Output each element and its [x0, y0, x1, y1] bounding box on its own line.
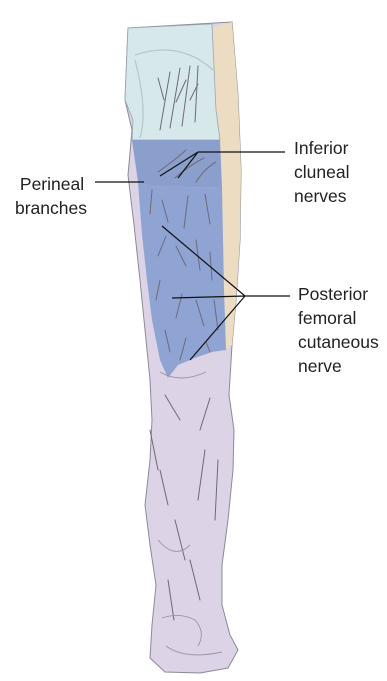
label-perineal-line1: Perineal: [20, 174, 84, 194]
label-posterior-femoral-line2: femoral: [298, 308, 356, 328]
label-posterior-femoral-line4: nerve: [298, 356, 342, 376]
label-posterior-femoral-line1: Posterior: [298, 284, 368, 304]
label-inferior-cluneal-line2: cluneal: [294, 162, 349, 182]
label-perineal-line2: branches: [15, 198, 87, 218]
inferior-cluneal-region: [132, 140, 222, 188]
gluteal-region: [125, 24, 220, 140]
label-inferior-cluneal-line1: Inferior: [294, 138, 349, 158]
label-inferior-cluneal: Inferior cluneal nerves: [294, 138, 354, 206]
label-inferior-cluneal-line3: nerves: [294, 186, 347, 206]
label-posterior-femoral: Posterior femoral cutaneous nerve: [298, 284, 384, 376]
label-posterior-femoral-line3: cutaneous: [298, 332, 379, 352]
label-perineal: Perineal branches: [15, 174, 89, 218]
